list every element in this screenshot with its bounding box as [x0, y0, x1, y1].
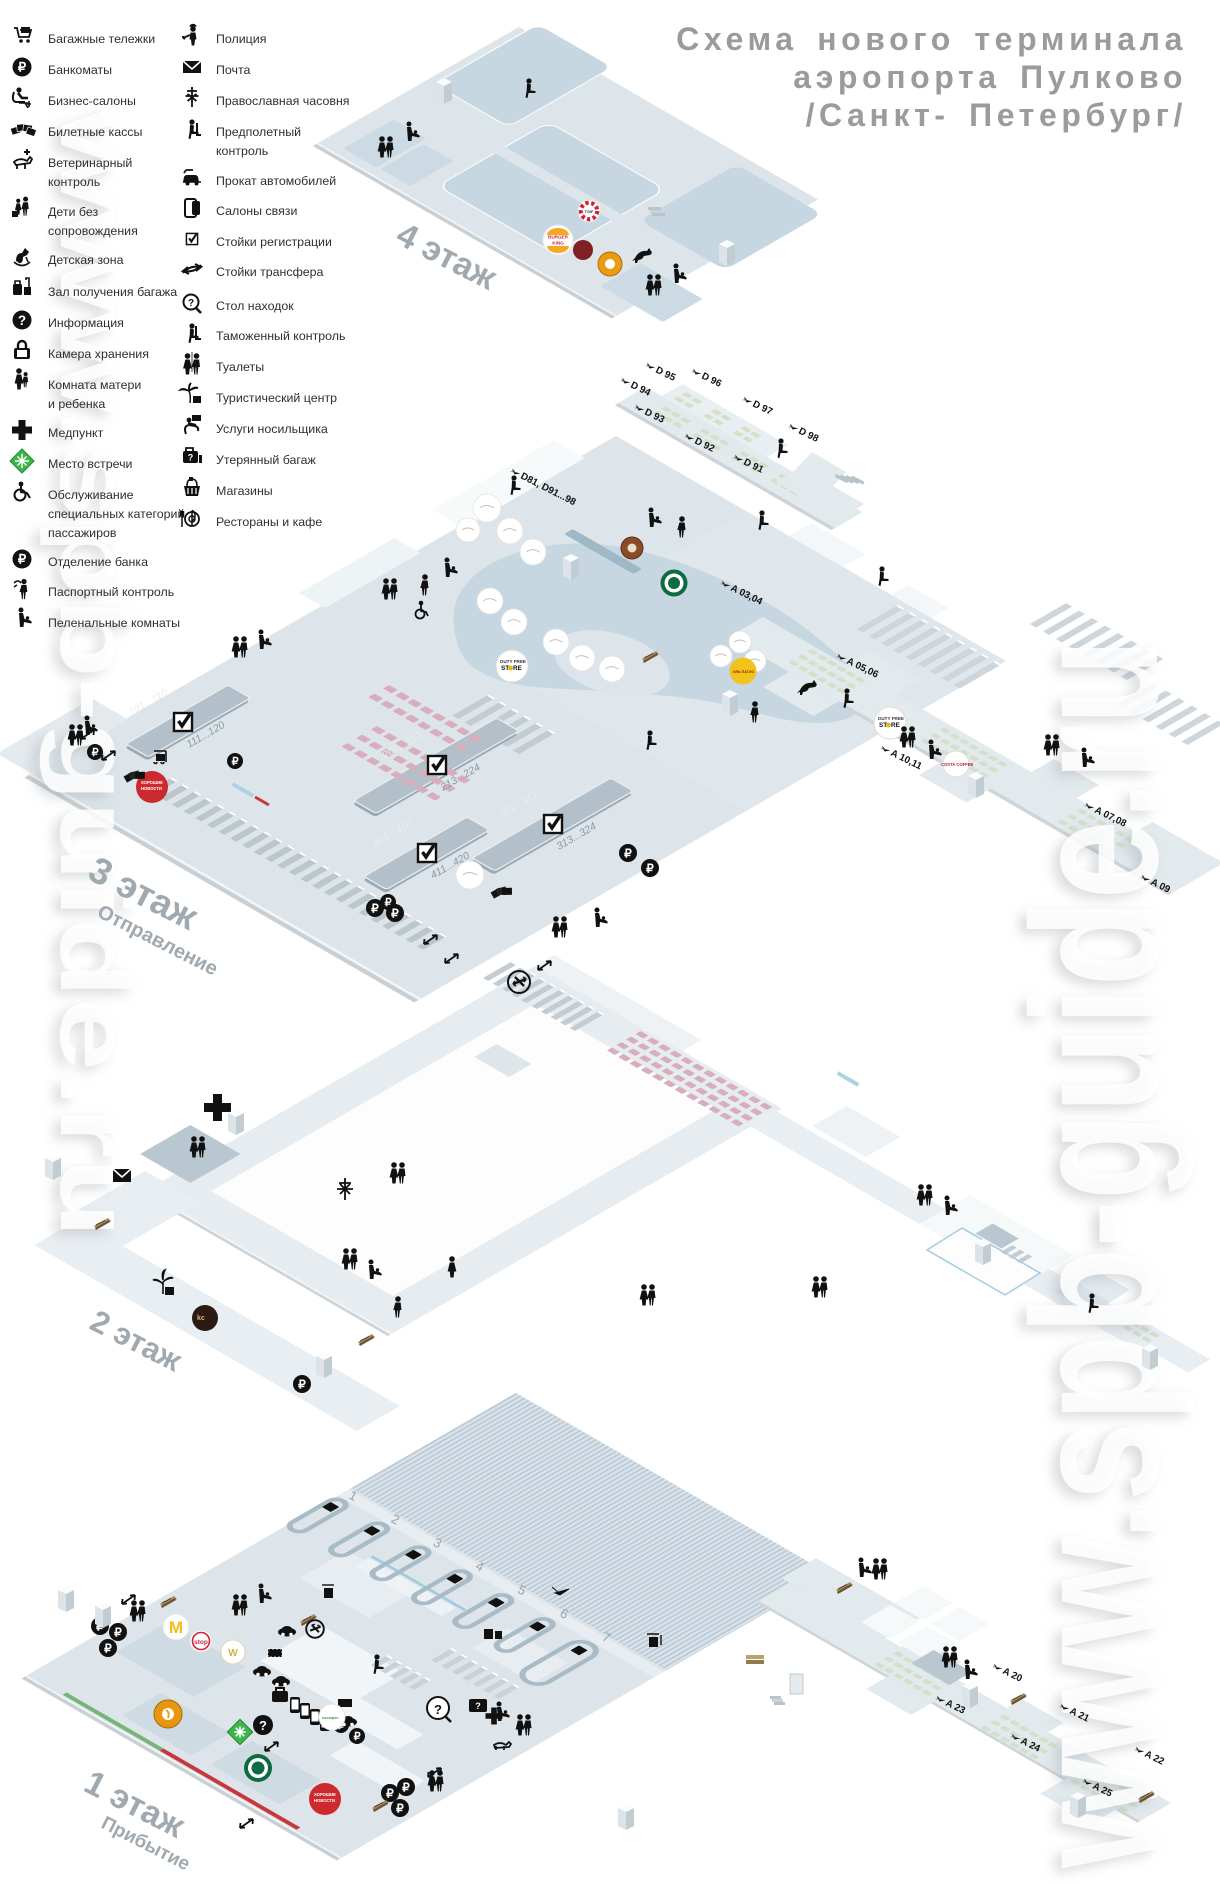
svg-text:₽: ₽	[18, 552, 27, 567]
svg-text:ИЛЬ ПАТИО: ИЛЬ ПАТИО	[733, 670, 754, 674]
svg-text:₽: ₽	[18, 60, 27, 75]
svg-text:W: W	[228, 1648, 238, 1659]
svg-text:BURGER: BURGER	[548, 235, 569, 240]
svg-text:ХОРОШИЕ: ХОРОШИЕ	[141, 780, 163, 785]
svg-text:Стойки регистрации: Стойки регистрации	[216, 235, 332, 249]
svg-text:?: ?	[18, 313, 26, 328]
svg-text:₽: ₽	[386, 1786, 394, 1800]
svg-text:Туристический центр: Туристический центр	[216, 391, 337, 405]
svg-text:Паспортный контроль: Паспортный контроль	[48, 585, 174, 599]
svg-text:Услуги носильщика: Услуги носильщика	[216, 422, 328, 436]
svg-text:Медпункт: Медпункт	[48, 426, 104, 440]
svg-text:Стол находок: Стол находок	[216, 299, 294, 313]
svg-text:сопровождения: сопровождения	[48, 224, 138, 238]
svg-text:Предполетный: Предполетный	[216, 125, 301, 139]
svg-text:Магазины: Магазины	[216, 484, 273, 498]
svg-text:₽: ₽	[371, 901, 379, 915]
svg-text:Православная часовня: Православная часовня	[216, 94, 350, 108]
svg-text:RE: RE	[891, 722, 901, 729]
svg-text:KING: KING	[552, 241, 564, 246]
svg-text:Таможенный контроль: Таможенный контроль	[216, 329, 345, 343]
svg-text:Ветеринарный: Ветеринарный	[48, 156, 132, 170]
svg-text:Отделение банка: Отделение банка	[48, 555, 148, 569]
svg-text:₽: ₽	[396, 1801, 404, 1815]
svg-text:ST: ST	[501, 665, 509, 672]
svg-text:Зал получения багажа: Зал получения багажа	[48, 285, 177, 299]
svg-text:RE: RE	[513, 665, 523, 672]
svg-text:Детская зона: Детская зона	[48, 253, 124, 267]
svg-text:специальных категорий: специальных категорий	[48, 507, 184, 521]
svg-text:₽: ₽	[92, 747, 99, 759]
svg-text:₽: ₽	[385, 897, 392, 909]
svg-text:₽: ₽	[646, 861, 654, 875]
svg-text:Схема нового терминала: Схема нового терминала	[676, 21, 1187, 57]
svg-text:Камера хранения: Камера хранения	[48, 347, 149, 361]
svg-text:и ребенка: и ребенка	[48, 397, 105, 411]
svg-text:COSTA COFFEE: COSTA COFFEE	[941, 762, 974, 767]
svg-text:мегафон: мегафон	[322, 1716, 339, 1720]
svg-text:www.spb-guide.ru: www.spb-guide.ru	[995, 638, 1196, 1869]
svg-text:DUTY FREE: DUTY FREE	[500, 659, 526, 664]
svg-text:Банкоматы: Банкоматы	[48, 63, 112, 77]
svg-text:Комната матери: Комната матери	[48, 378, 141, 392]
svg-text:аэропорта Пулково: аэропорта Пулково	[793, 59, 1187, 95]
svg-text:₽: ₽	[114, 1625, 122, 1639]
svg-text:Утерянный багаж: Утерянный багаж	[216, 453, 317, 467]
svg-text:DUTY FREE: DUTY FREE	[878, 716, 904, 721]
svg-text:?: ?	[434, 1702, 442, 1717]
svg-text:₽: ₽	[391, 906, 399, 920]
svg-text:Бизнес-салоны: Бизнес-салоны	[48, 94, 136, 108]
svg-text:/Санкт- Петербург/: /Санкт- Петербург/	[806, 97, 1187, 133]
svg-text:НОВОСТИ: НОВОСТИ	[314, 1798, 335, 1803]
svg-text:пассажиров: пассажиров	[48, 526, 117, 540]
svg-text:Информация: Информация	[48, 316, 124, 330]
svg-text:Прокат автомобилей: Прокат автомобилей	[216, 174, 336, 188]
svg-text:Обслуживание: Обслуживание	[48, 488, 134, 502]
svg-text:Салоны связи: Салоны связи	[216, 204, 297, 218]
svg-text:M: M	[169, 1618, 183, 1637]
svg-text:Почта: Почта	[216, 63, 251, 77]
svg-text:₽: ₽	[624, 846, 632, 860]
svg-text:Билетные кассы: Билетные кассы	[48, 125, 142, 139]
svg-text:Пеленальные комнаты: Пеленальные комнаты	[48, 616, 180, 630]
svg-text:₽: ₽	[354, 1731, 361, 1743]
svg-text:Багажные тележки: Багажные тележки	[48, 32, 155, 46]
svg-text:контроль: контроль	[48, 175, 100, 189]
svg-text:₽: ₽	[298, 1377, 306, 1391]
svg-text:₽: ₽	[232, 756, 239, 768]
svg-text:www.spb-guide.ru: www.spb-guide.ru	[39, 107, 151, 1238]
svg-text:Место встречи: Место встречи	[48, 457, 133, 471]
svg-text:контроль: контроль	[216, 144, 268, 158]
svg-text:?: ?	[188, 453, 194, 463]
svg-text:kc: kc	[197, 1315, 205, 1322]
svg-text:?: ?	[188, 298, 194, 309]
svg-text:Дети без: Дети без	[48, 205, 98, 219]
svg-text:?: ?	[259, 1718, 267, 1733]
svg-text:Рестораны и кафе: Рестораны и кафе	[216, 515, 322, 529]
svg-text:НОВОСТИ: НОВОСТИ	[141, 786, 162, 791]
svg-text:?: ?	[475, 1701, 481, 1711]
svg-text:₽: ₽	[104, 1641, 112, 1655]
svg-text:Стойки трансфера: Стойки трансфера	[216, 265, 324, 279]
svg-text:ST: ST	[879, 722, 887, 729]
svg-text:₽: ₽	[402, 1780, 410, 1794]
svg-text:Туалеты: Туалеты	[216, 360, 264, 374]
svg-text:ХОРОШИЕ: ХОРОШИЕ	[314, 1792, 336, 1797]
svg-text:stop: stop	[194, 1639, 208, 1646]
svg-text:TGIF: TGIF	[585, 210, 594, 214]
svg-text:Полиция: Полиция	[216, 32, 266, 46]
